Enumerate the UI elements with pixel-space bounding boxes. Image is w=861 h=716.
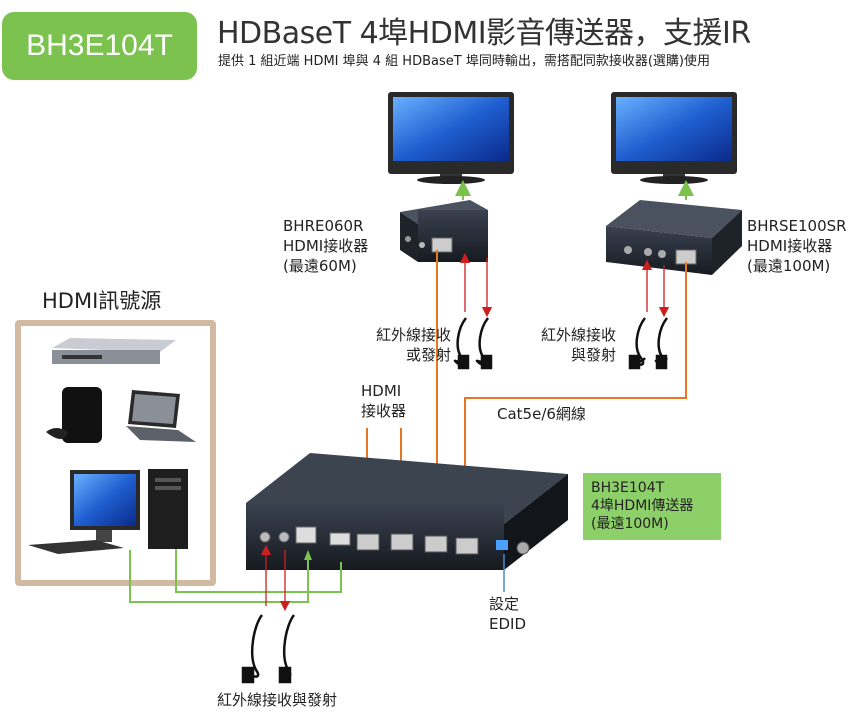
- game-console-icon: [46, 387, 102, 443]
- receiver1-label: BHRE060R HDMI接收器 (最遠60M): [283, 216, 368, 276]
- tv-monitor-2: [611, 92, 737, 184]
- receiver1-range: (最遠60M): [283, 257, 357, 275]
- source-title: HDMI訊號源: [42, 289, 162, 313]
- ir2-line2: 與發射: [570, 346, 616, 364]
- ir-cable-2: [628, 317, 669, 370]
- desktop-computer-icon: [28, 469, 188, 554]
- ir1-line1: 紅外線接收: [375, 326, 451, 344]
- hdmi-source-lines: [129, 545, 342, 603]
- receiver2-model: BHRSE100SR: [747, 217, 847, 235]
- receiver-device-1: [400, 200, 488, 262]
- ir-bottom-label: 紅外線接收與發射: [217, 691, 338, 709]
- transmitter-range: (最遠100M): [591, 516, 669, 532]
- receiver2-range: (最遠100M): [747, 257, 831, 275]
- laptop-icon: [126, 390, 196, 442]
- tv-monitor-1: [388, 92, 514, 184]
- transmitter-label-box: BH3E104T 4埠HDMI傳送器 (最遠100M): [583, 473, 721, 540]
- hdmi-receiver-line2: 接收器: [361, 402, 407, 420]
- receiver1-model: BHRE060R: [283, 217, 364, 235]
- edid-line1: 設定: [489, 595, 520, 613]
- page-title: HDBaseT 4埠HDMI影音傳送器，支援IR: [217, 16, 751, 51]
- edid-label: 設定 EDID: [489, 594, 526, 634]
- transmitter-model: BH3E104T: [591, 480, 665, 496]
- ir2-line1: 紅外線接收: [540, 326, 616, 344]
- ir-cable-1: [453, 317, 493, 370]
- transmitter-type: 4埠HDMI傳送器: [591, 498, 694, 514]
- ir2-label: 紅外線接收 與發射: [536, 325, 616, 365]
- receiver1-type: HDMI接收器: [283, 237, 369, 255]
- cable-label: Cat5e/6網線: [497, 405, 586, 423]
- receiver2-type: HDMI接收器: [747, 237, 833, 255]
- page-subtitle: 提供 1 組近端 HDMI 埠與 4 組 HDBaseT 埠同時輸出，需搭配同款…: [218, 54, 710, 69]
- product-badge: BH3E104T: [2, 12, 197, 80]
- ir1-line2: 或發射: [405, 346, 451, 364]
- ir-cable-3: [241, 614, 296, 684]
- ir1-label: 紅外線接收 或發射: [371, 325, 451, 365]
- receiver2-label: BHRSE100SR HDMI接收器 (最遠100M): [747, 216, 847, 276]
- transmitter-device: [246, 453, 568, 570]
- hdmi-receiver-label: HDMI 接收器: [361, 381, 406, 421]
- dvd-player-icon: [52, 338, 176, 364]
- receiver-device-2: [606, 200, 742, 275]
- hdmi-receiver-line1: HDMI: [361, 382, 402, 400]
- edid-line2: EDID: [489, 615, 527, 633]
